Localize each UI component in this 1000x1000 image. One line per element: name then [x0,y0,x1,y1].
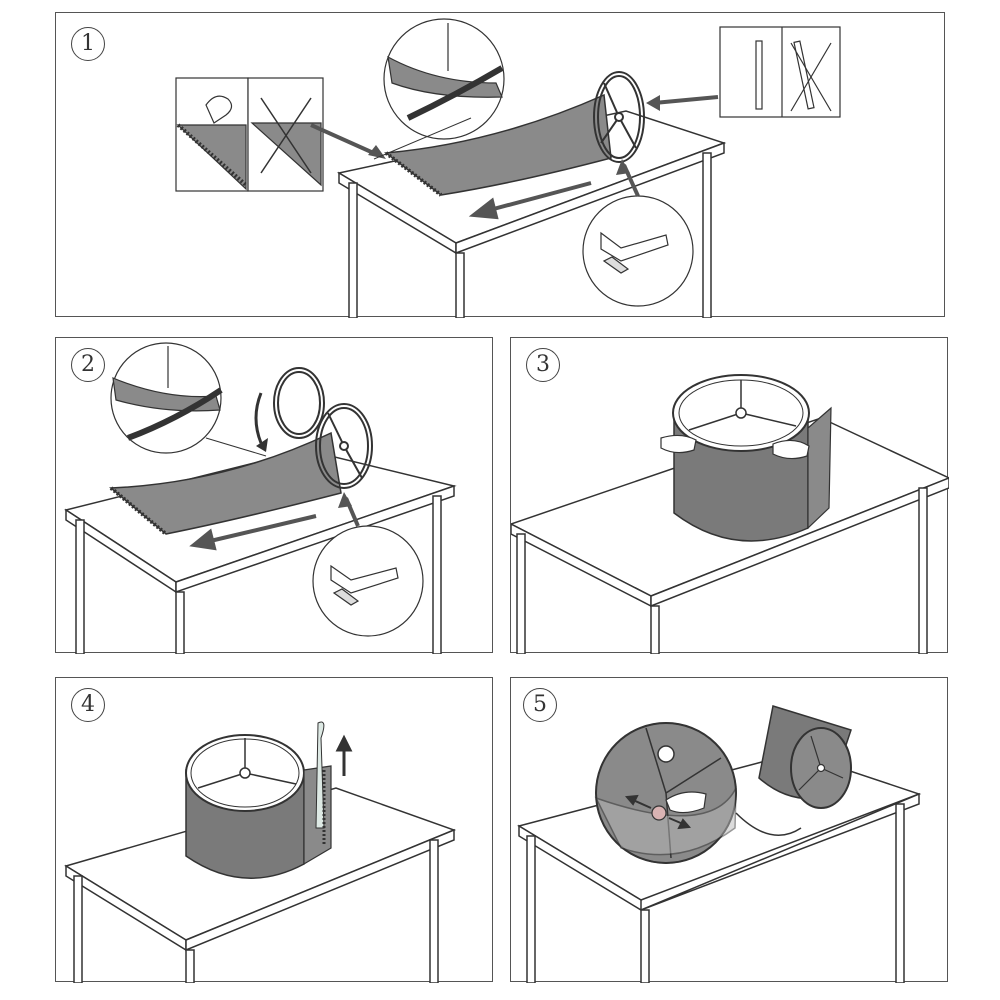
lampshade-panel-icon [109,431,342,535]
step-4-panel: 4 [55,677,493,983]
left-inset-wrong [247,77,324,192]
ring-frame-icon [593,71,645,163]
hand-icon [651,791,707,821]
step-1-panel: 1 [55,12,945,318]
step-5-panel: 5 [510,677,948,983]
hand-icon [660,434,810,460]
arrow-icon [335,734,353,776]
ring-frame-icon [798,735,844,791]
magnifier-circle-icon [383,18,505,140]
arrow-icon [624,794,692,830]
lampshade-cylinder [672,374,832,542]
arrow-icon [254,392,263,444]
x-mark-icon [260,97,312,174]
lampshade-panel-icon [384,93,612,196]
arrow-icon [189,514,317,551]
step-2-illustration [64,342,457,654]
ring-frame-icon [273,367,325,439]
step-2-number: 2 [71,348,105,382]
step-3-illustration [511,374,949,654]
ring-frame-icon [315,403,373,489]
magnifier-circle-icon [582,195,694,307]
step-1-illustration [175,18,841,318]
arrow-icon [468,181,592,220]
ring-frame-icon [197,738,297,789]
magnifier-circle-icon [594,722,802,864]
right-inset [719,26,841,118]
ring-frame-icon [688,380,797,431]
step-2-panel: 2 [55,337,493,654]
step-5-illustration [517,705,922,983]
lampshade-cylinder [758,705,852,809]
magnifier-circle-icon [110,342,223,454]
step-4-illustration [64,721,457,983]
step-3-panel: 3 [510,337,949,654]
magnifier-circle-icon [312,525,424,637]
step-5-number: 5 [523,688,557,722]
step-4-number: 4 [71,688,105,722]
lampshade-cylinder [185,721,332,879]
step-3-number: 3 [526,348,560,382]
left-inset-correct [175,77,249,192]
x-mark-icon [790,42,832,112]
step-1-number: 1 [71,27,105,61]
